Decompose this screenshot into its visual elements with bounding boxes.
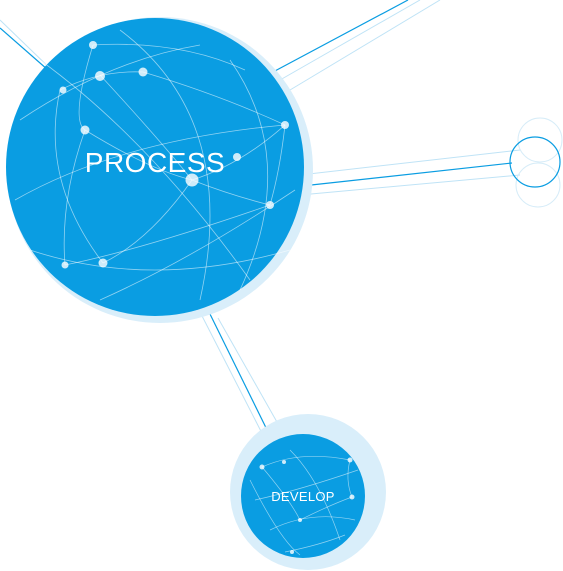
connector-lines bbox=[0, 0, 513, 447]
develop-node-circle bbox=[241, 434, 365, 558]
outline-node-ring bbox=[509, 136, 561, 188]
connector-process-top-right bbox=[272, 0, 409, 73]
connector-process-develop bbox=[207, 309, 276, 447]
develop-node-dots bbox=[259, 457, 355, 554]
process-node-dots bbox=[59, 41, 289, 269]
process-node: PROCESS bbox=[6, 17, 313, 323]
process-node-mesh bbox=[14, 29, 296, 301]
faint-connector-lines bbox=[0, 0, 521, 446]
outline-node bbox=[509, 117, 563, 208]
process-node-label: PROCESS bbox=[85, 147, 225, 178]
connector-process-top-left bbox=[0, 27, 49, 71]
develop-node: DEVELOP bbox=[230, 414, 386, 570]
develop-node-label: DEVELOP bbox=[271, 489, 335, 504]
connector-process-right bbox=[301, 162, 513, 187]
